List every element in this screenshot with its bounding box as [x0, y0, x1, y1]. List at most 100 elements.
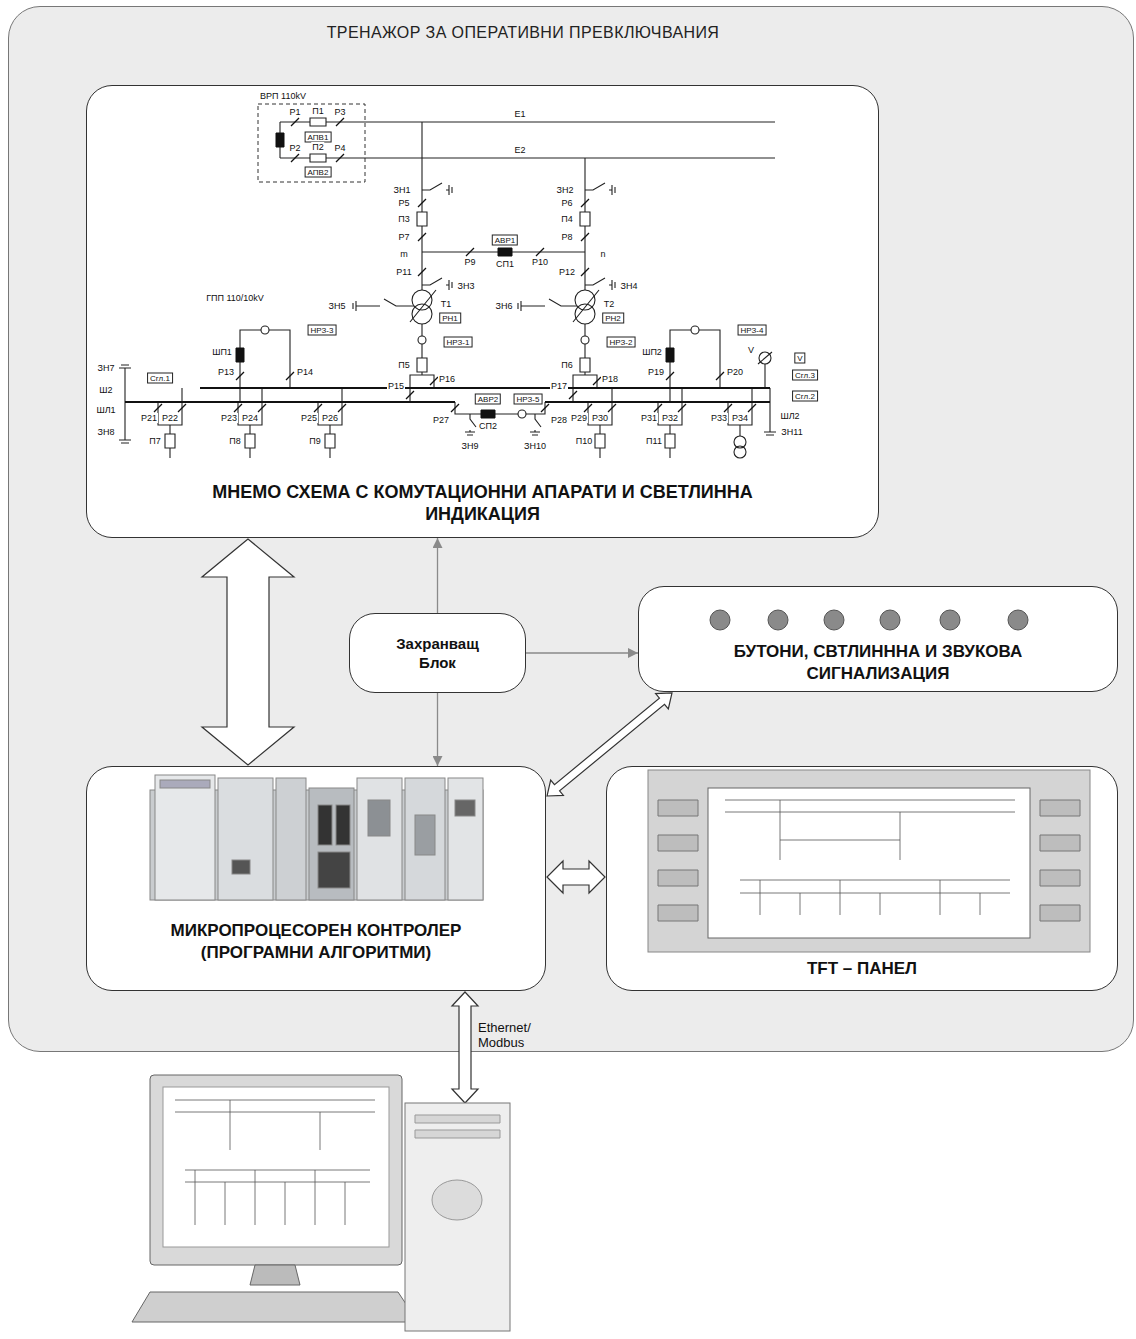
power-supply-box: Захранващ Блок [349, 613, 526, 693]
coil-symbol [261, 326, 269, 334]
connector [547, 693, 672, 796]
plc-module [218, 778, 273, 900]
schematic-label: ЗН7 [97, 363, 116, 373]
feed-arrow [437, 693, 438, 766]
schematic-label: НРЗ-5 [514, 394, 543, 405]
hollow-arrow [547, 693, 672, 796]
schematic-label: П8 [228, 436, 241, 446]
schematic-label: Р21 [140, 413, 158, 423]
schematic-label: ЗН9 [461, 441, 480, 451]
plc-port [415, 815, 435, 855]
coupler-breaker [236, 133, 674, 418]
earthing-switch [119, 183, 776, 443]
schematic-label: n [599, 249, 606, 259]
schematic-label: Р33 [710, 413, 728, 423]
schematic-label: Сгл.3 [792, 370, 818, 381]
schematic-label: АВР1 [492, 235, 518, 246]
monitor-stand [250, 1265, 300, 1285]
screen-schematic [175, 1100, 375, 1225]
node-text: Захранващ Блок [378, 634, 498, 672]
schematic-label: АПВ1 [305, 132, 332, 143]
schematic-label: Р27 [432, 415, 450, 425]
schematic-label: ЗН3 [457, 281, 476, 291]
disconnector [154, 118, 756, 412]
schematic-label: НРЗ-3 [308, 325, 337, 336]
feed-arrow [526, 652, 638, 653]
node-text: МНЕМО СХЕМА С КОМУТАЦИОННИ АПАРАТИ И СВЕ… [153, 481, 813, 525]
monitor-screen [163, 1087, 389, 1247]
pc-tower [405, 1103, 510, 1331]
schematic-label: НРЗ-4 [738, 325, 767, 336]
schematic-label: Р10 [531, 257, 549, 267]
lamp [824, 610, 844, 630]
schematic-label: П1 [311, 106, 324, 116]
node-text: БУТОНИ, СВТЛИНННА И ЗВУКОВА СИГНАЛИЗАЦИЯ [668, 641, 1088, 685]
hollow-arrow [202, 539, 294, 765]
schematic-label: Р18 [601, 374, 619, 384]
link-label: Ethernet/ Modbus [478, 1020, 544, 1050]
coil-symbol [691, 326, 699, 334]
signal-lamps [710, 610, 1028, 630]
connector [526, 653, 638, 654]
monitor [150, 1075, 402, 1265]
connector [202, 539, 294, 765]
schematic-label: Р8 [560, 232, 573, 242]
schematic-label: АВР2 [475, 394, 501, 405]
schematic-label: Р11 [395, 267, 412, 277]
schematic-label: НРЗ-1 [444, 337, 473, 348]
schematic-label: ВРП 110kV [259, 91, 307, 101]
transformer-winding [575, 304, 595, 324]
schematic-label: ЗН2 [556, 185, 575, 195]
plc-module [276, 778, 306, 900]
coil-symbol [418, 336, 426, 344]
hollow-arrow [547, 861, 605, 893]
schematic-label: Р25 [300, 413, 318, 423]
lamp [880, 610, 900, 630]
voltmeter-symbol [759, 352, 771, 364]
transformer-symbol [412, 290, 771, 458]
schematic-label: Р23 [220, 413, 238, 423]
circuit-breaker [165, 118, 675, 448]
keyboard [132, 1292, 418, 1322]
schematic-label: П7 [148, 436, 161, 446]
plc-module [357, 778, 402, 900]
plc-port [318, 852, 350, 888]
schematic-label: Р2 [288, 143, 301, 153]
pc-picture [132, 1075, 510, 1331]
schematic-label: П6 [560, 360, 573, 370]
schematic-label: П3 [397, 214, 410, 224]
panel-screen [708, 788, 1030, 938]
connector [437, 693, 438, 766]
network-arrow [452, 992, 478, 1103]
schematic-label: П2 [311, 142, 324, 152]
schematic-label: ШП2 [641, 347, 663, 357]
schematic-label: Т1 [440, 299, 453, 309]
panel-frame [648, 770, 1090, 952]
schematic-label: V [794, 353, 805, 364]
schematic-label: П9 [308, 436, 321, 446]
lamp [1008, 610, 1028, 630]
schematic-label: Р13 [217, 367, 235, 377]
schematic-label: Р31 [640, 413, 658, 423]
schematic-label: Р26 [321, 413, 339, 423]
schematic-label: Р6 [560, 198, 573, 208]
schematic-label: П5 [397, 360, 410, 370]
node-text: TFT – ПАНЕЛ [807, 958, 917, 980]
drive-bay [415, 1115, 500, 1138]
schematic-label: Сгл.1 [147, 373, 173, 384]
schematic-label: П10 [575, 436, 593, 446]
lamp [710, 610, 730, 630]
schematic-label: АПВ2 [305, 167, 332, 178]
node-text: МИКРОПРОЦЕСОРЕН КОНТРОЛЕР (ПРОГРАМНИ АЛГ… [146, 920, 486, 964]
transformer-winding [412, 304, 432, 324]
plc-module [155, 775, 215, 900]
schematic-label: ЗН5 [328, 301, 347, 311]
wire [125, 122, 775, 458]
schematic-label: ЗН1 [393, 185, 412, 195]
schematic-label: Сгл.2 [792, 391, 818, 402]
plc-port [318, 805, 332, 845]
schematic-label: Р22 [161, 413, 179, 423]
schematic-label: Р19 [647, 367, 665, 377]
schematic-label: Р24 [241, 413, 259, 423]
plc-display [160, 780, 210, 788]
